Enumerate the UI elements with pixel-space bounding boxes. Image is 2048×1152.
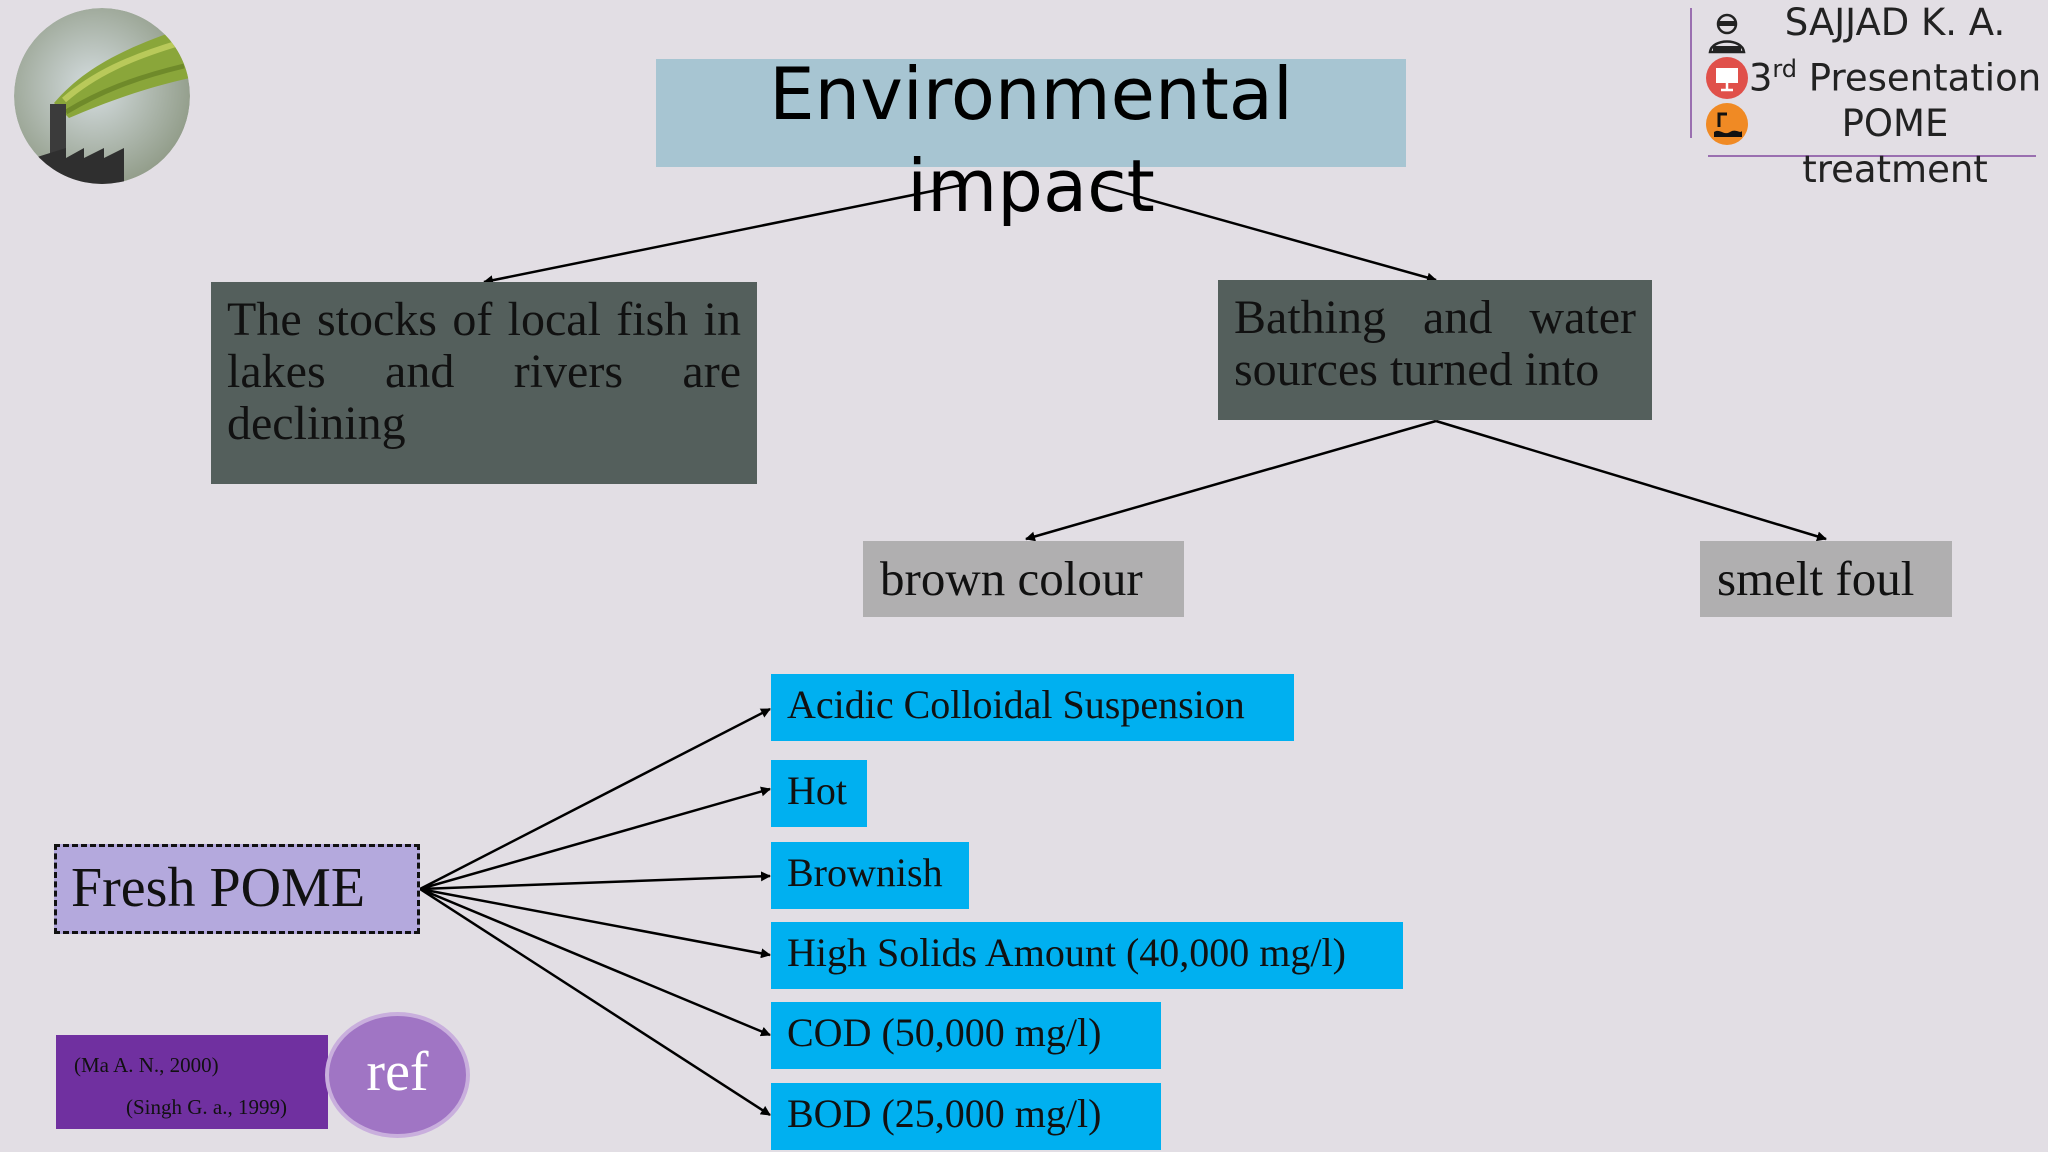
arrow-pome-to-prop-3 <box>419 871 771 891</box>
arrow-pome-to-prop-2 <box>419 786 771 891</box>
presentation-number-digit: 3 <box>1748 56 1773 100</box>
pollution-icon <box>1705 102 1749 146</box>
presentation-number: 3rd Presentation <box>1740 46 2048 101</box>
arrow-pome-to-prop-4 <box>419 887 771 959</box>
property-box-3: Brownish <box>771 842 969 909</box>
arrow-pome-to-prop-1 <box>419 707 771 891</box>
arrow-pome-to-prop-5 <box>419 887 771 1037</box>
fresh-pome-box: Fresh POME <box>54 844 420 934</box>
smelt-foul-box: smelt foul <box>1700 541 1952 617</box>
reference-2: (Singh G. a., 1999) <box>126 1095 287 1119</box>
property-box-4: High Solids Amount (40,000 mg/l) <box>771 922 1403 989</box>
arrow-pome-to-prop-6 <box>419 887 771 1117</box>
topic-line-2: treatment <box>1802 148 1988 192</box>
author-underline <box>1708 155 2036 157</box>
arrow-title-to-water <box>1096 183 1437 283</box>
presentation-number-suffix: rd <box>1772 55 1798 83</box>
factory-smoke-logo <box>14 8 190 184</box>
references-box: (Ma A. N., 2000) (Singh G. a., 1999) <box>56 1035 328 1129</box>
arrow-title-to-fish <box>483 183 963 286</box>
arrow-water-to-smelt <box>1435 419 1827 542</box>
topic-line-1: POME <box>1841 102 1949 146</box>
ref-button[interactable]: ref <box>325 1012 470 1138</box>
presentation-label: Presentation <box>1797 56 2042 100</box>
page-title: Environmental impact <box>769 52 1293 228</box>
property-box-1: Acidic Colloidal Suspension <box>771 674 1294 741</box>
property-box-6: BOD (25,000 mg/l) <box>771 1083 1161 1150</box>
arrow-water-to-brown <box>1025 419 1437 542</box>
water-sources-box: Bathing and water sources turned into <box>1218 280 1652 420</box>
property-box-2: Hot <box>771 760 867 827</box>
author-panel: SAJJAD K. A. 3rd Presentation POME treat… <box>1740 0 2048 193</box>
property-box-5: COD (50,000 mg/l) <box>771 1002 1161 1069</box>
author-name: SAJJAD K. A. <box>1784 1 2006 44</box>
reference-1: (Ma A. N., 2000) <box>74 1053 219 1077</box>
title-box <box>656 59 1406 167</box>
author-divider <box>1690 8 1692 138</box>
presenter-icon <box>1705 10 1749 54</box>
presentation-board-icon <box>1705 56 1749 100</box>
fish-decline-box: The stocks of local fish in lakes and ri… <box>211 282 757 484</box>
brown-colour-box: brown colour <box>863 541 1184 617</box>
